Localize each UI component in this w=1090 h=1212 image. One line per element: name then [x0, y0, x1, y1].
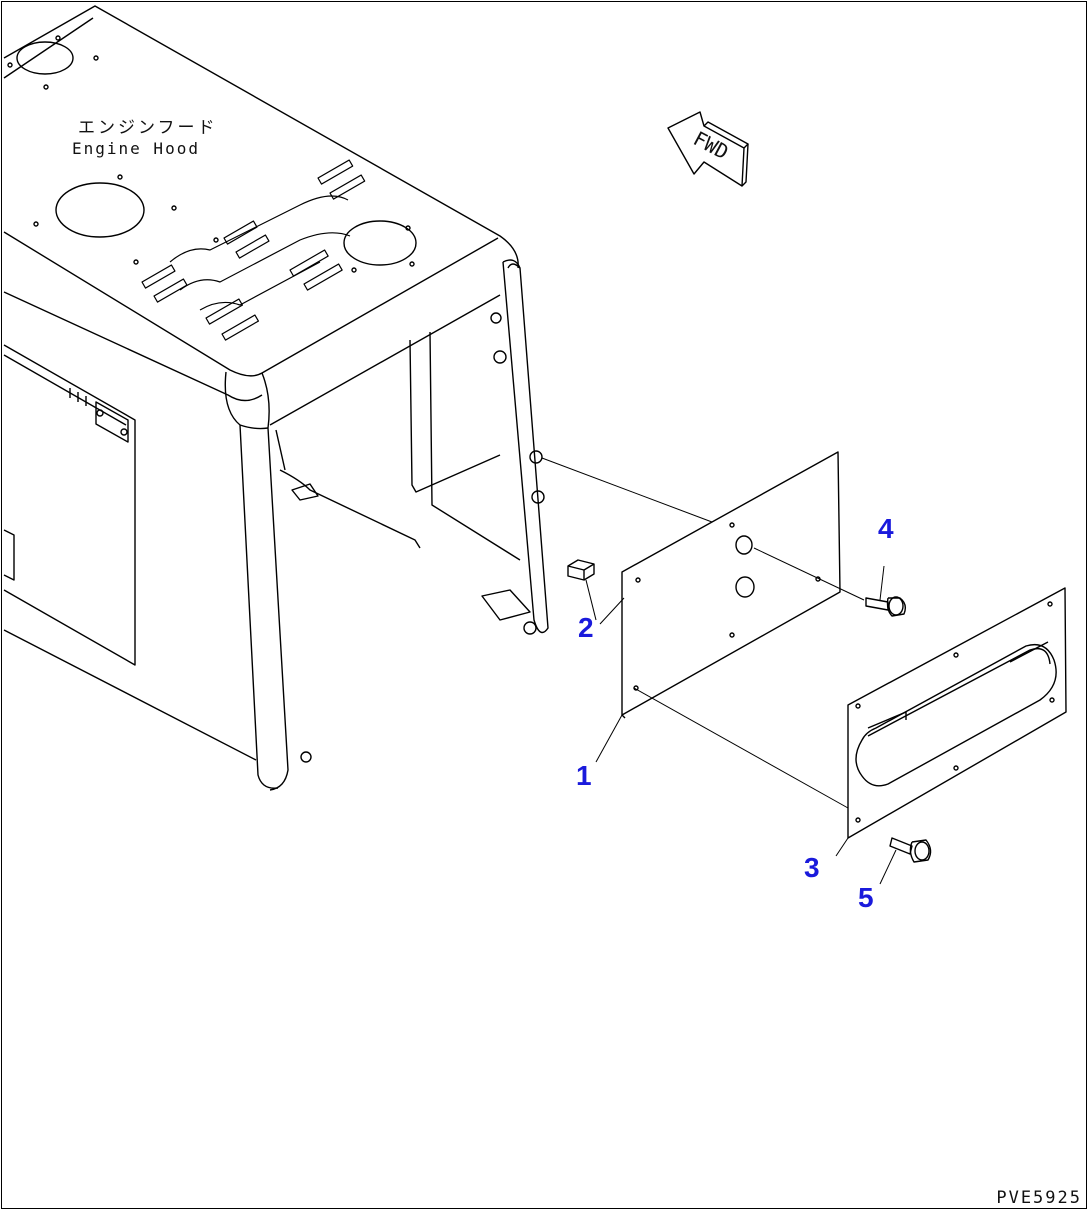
callout-5[interactable]: 5 — [858, 882, 874, 913]
bolt-part-5 — [879, 837, 932, 885]
drawing-number: PVE5925 — [996, 1188, 1082, 1208]
engine-hood-label-en: Engine Hood — [72, 139, 200, 158]
callout-1[interactable]: 1 — [576, 760, 592, 791]
callout-2[interactable]: 2 — [578, 612, 594, 643]
callout-3[interactable]: 3 — [804, 852, 820, 883]
bolt-part-4 — [753, 547, 907, 617]
assembly-line-upper — [541, 457, 713, 523]
engine-hood — [3, 5, 549, 791]
pad-part-2 — [567, 559, 597, 621]
plate-part-3 — [633, 587, 1067, 857]
cover-plate-part-1 — [595, 451, 841, 763]
vent-slots — [141, 159, 366, 341]
engine-hood-label-jp: エンジンフード — [78, 118, 218, 138]
callout-4[interactable]: 4 — [878, 513, 894, 544]
fwd-direction-arrow — [667, 111, 749, 187]
